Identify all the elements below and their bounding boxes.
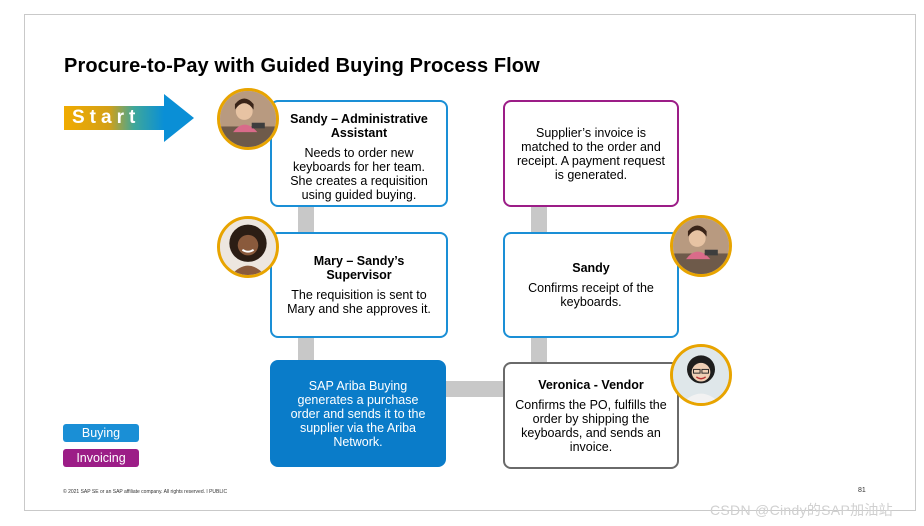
step-text: Confirms receipt of the keyboards.: [528, 281, 654, 309]
connector-sandy-mary: [298, 206, 314, 234]
step-veronica-vendor: Veronica - Vendor Confirms the PO, fulfi…: [503, 362, 679, 469]
step-text: SAP Ariba Buying generates a purchase or…: [290, 378, 426, 449]
step-sandy-receipt: Sandy Confirms receipt of the keyboards.: [503, 232, 679, 338]
watermark: CSDN @Cindy的SAP加油站: [710, 502, 893, 518]
step-name: Sandy – Administrative Assistant: [290, 111, 428, 140]
person-at-desk-icon: [673, 218, 729, 274]
start-label: Start: [72, 107, 141, 128]
person-smiling-icon: [673, 347, 729, 403]
avatar-mary-photo: [217, 216, 279, 278]
slide-frame: [24, 14, 916, 511]
step-text: Confirms the PO, fulfills the order by s…: [515, 397, 667, 454]
legend-invoicing: Invoicing: [63, 449, 139, 467]
avatar-veronica-photo: [670, 344, 732, 406]
step-sandy-request: Sandy – Administrative Assistant Needs t…: [270, 100, 448, 207]
step-name: Sandy: [572, 261, 610, 275]
connector-veronica-sandy: [531, 336, 547, 364]
connector-ariba-veronica: [444, 381, 506, 397]
legend-buying: Buying: [63, 424, 139, 442]
step-text: Needs to order new keyboards for her tea…: [290, 145, 428, 202]
copyright-footer: © 2021 SAP SE or an SAP affiliate compan…: [63, 489, 228, 495]
page-number: 81: [858, 487, 866, 494]
step-name: Mary – Sandy’s Supervisor: [313, 254, 405, 282]
slide-title: Procure-to-Pay with Guided Buying Proces…: [64, 55, 540, 77]
person-portrait-icon: [220, 219, 276, 275]
step-text: Supplier’s invoice is matched to the ord…: [516, 125, 665, 182]
step-text: The requisition is sent to Mary and she …: [287, 288, 431, 316]
step-mary-approve: Mary – Sandy’s Supervisor The requisitio…: [270, 232, 448, 338]
start-arrow-shape: [64, 94, 194, 142]
step-ariba-po: SAP Ariba Buying generates a purchase or…: [270, 360, 446, 467]
avatar-sandy-photo: [217, 88, 279, 150]
start-arrow: Start: [64, 94, 196, 142]
step-invoice-match: Supplier’s invoice is matched to the ord…: [503, 100, 679, 207]
avatar-sandy-receipt-photo: [670, 215, 732, 277]
connector-sandy-invoice: [531, 206, 547, 234]
connector-mary-ariba: [298, 336, 314, 362]
person-at-desk-icon: [220, 91, 276, 147]
step-name: Veronica - Vendor: [538, 377, 644, 392]
